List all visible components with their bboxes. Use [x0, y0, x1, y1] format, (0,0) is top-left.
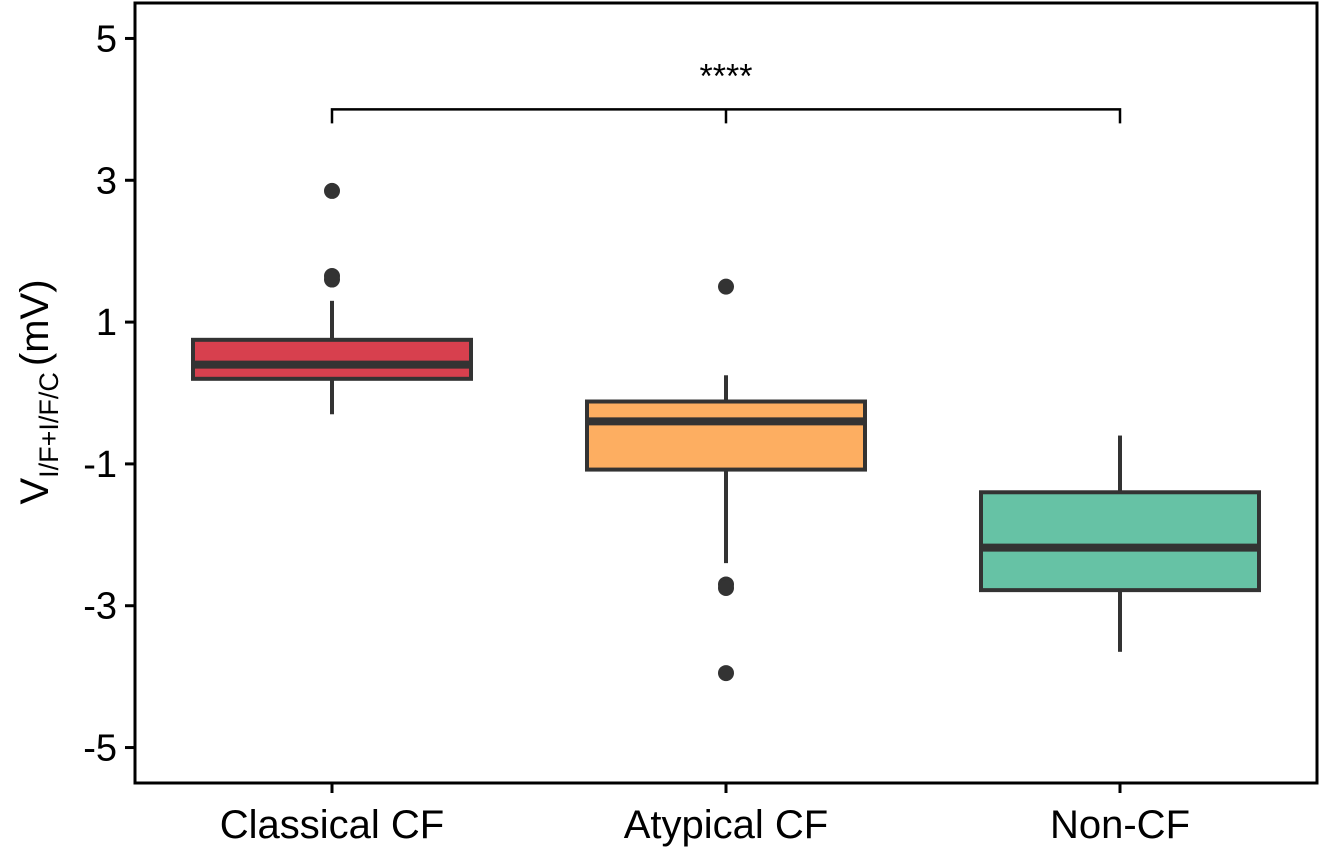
outlier-point-0	[324, 182, 340, 199]
y-axis-label: VI/F+I/F/C (mV)	[13, 279, 64, 504]
outlier-point-0	[718, 278, 734, 295]
y-tick-label-3: -1	[83, 444, 117, 486]
box-body	[585, 399, 867, 472]
y-label-unit: (mV)	[13, 279, 57, 366]
y-label-main: V	[13, 478, 57, 505]
y-tick-label-4: -3	[83, 586, 117, 628]
box-non-cf	[979, 435, 1261, 652]
x-tick-label-1: Atypical CF	[624, 803, 829, 847]
y-tick-label-2: 1	[96, 302, 117, 344]
x-tick-label-0: Classical CF	[220, 803, 444, 847]
y-tick-label-0: 5	[96, 18, 117, 60]
box-body	[191, 337, 473, 381]
y-tick-label-5: -5	[83, 728, 117, 770]
box-body	[979, 490, 1261, 593]
outlier-point-3	[718, 665, 734, 682]
outlier-point-2	[324, 271, 340, 288]
y-tick-label-1: 3	[96, 160, 117, 202]
y-axis: 5 3 1 -1 -3 -5	[83, 18, 135, 770]
y-label-subscript: I/F+I/F/C	[34, 372, 64, 478]
outlier-point-2	[718, 580, 734, 596]
significance-label: ****	[700, 57, 753, 95]
box-atypical-cf	[585, 278, 867, 682]
x-tick-label-2: Non-CF	[1050, 803, 1190, 847]
x-axis: Classical CF Atypical CF Non-CF	[220, 783, 1190, 847]
box-classical-cf	[191, 182, 473, 415]
significance-bracket: ****	[330, 57, 1122, 124]
box-series	[191, 182, 1261, 682]
